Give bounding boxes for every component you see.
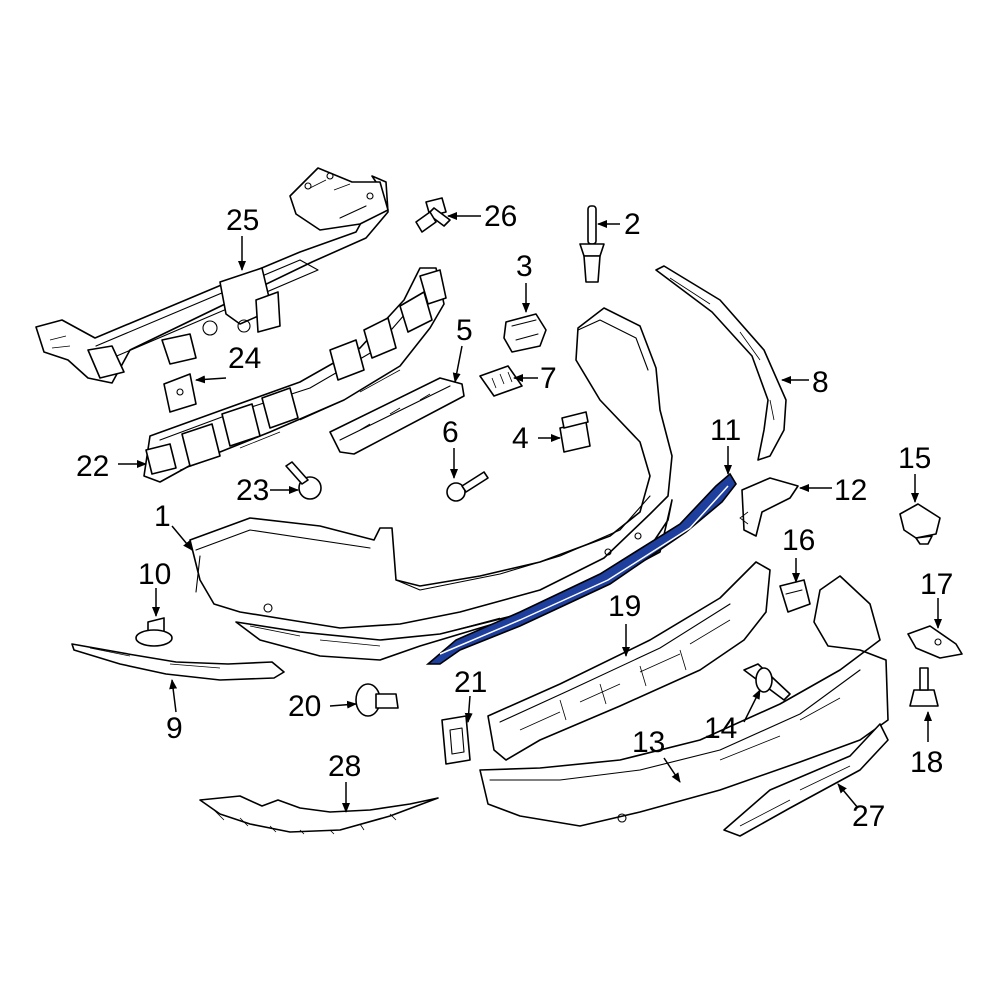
bracket-24[interactable] — [163, 373, 197, 413]
molding-8[interactable] — [655, 265, 787, 461]
callout-28: 28 — [328, 750, 361, 783]
bolt-26[interactable] — [415, 197, 451, 233]
callout-5: 5 — [456, 314, 473, 347]
callout-19: 19 — [608, 590, 641, 623]
callout-9: 9 — [166, 712, 183, 745]
callout-11: 11 — [710, 414, 741, 447]
clip-7[interactable] — [479, 365, 523, 397]
callout-16: 16 — [782, 524, 815, 557]
bracket-15[interactable] — [899, 503, 941, 545]
bracket-16[interactable] — [779, 579, 811, 613]
bracket-17[interactable] — [907, 625, 963, 659]
trim-27[interactable] — [723, 723, 889, 837]
retainer-10[interactable] — [135, 617, 173, 647]
callout-27: 27 — [852, 800, 885, 833]
callout-1: 1 — [154, 500, 171, 533]
energy-absorber-19[interactable] — [487, 561, 771, 761]
callout-8: 8 — [812, 366, 829, 399]
callout-17: 17 — [920, 568, 953, 601]
bracket-5[interactable] — [329, 377, 465, 455]
bracket-12[interactable] — [739, 477, 799, 537]
callout-6: 6 — [442, 416, 459, 449]
grommet-18[interactable] — [909, 667, 939, 707]
sensor-bracket-21[interactable] — [441, 715, 471, 765]
callout-3: 3 — [516, 250, 533, 283]
callout-12: 12 — [834, 474, 867, 507]
screw-6[interactable] — [446, 471, 489, 502]
callout-4: 4 — [512, 422, 529, 455]
callout-24: 24 — [228, 342, 261, 375]
callout-13: 13 — [632, 726, 665, 759]
callout-22: 22 — [76, 450, 109, 483]
callout-14: 14 — [704, 712, 737, 745]
impact-absorber-22[interactable] — [143, 267, 447, 483]
callout-7: 7 — [540, 362, 557, 395]
callout-15: 15 — [898, 442, 931, 475]
molding-28[interactable] — [199, 795, 439, 835]
callout-23: 23 — [236, 474, 269, 507]
callout-25: 25 — [226, 204, 259, 237]
callout-21: 21 — [454, 666, 487, 699]
lower-valance-13[interactable] — [479, 575, 889, 827]
callout-labels: 25 26 2 3 24 5 7 8 4 6 11 22 23 12 15 1 … — [76, 200, 953, 833]
leader-lines — [118, 212, 942, 813]
push-pin-14[interactable] — [743, 663, 791, 701]
callout-20: 20 — [288, 690, 321, 723]
callout-2: 2 — [624, 208, 641, 241]
reinforcement-11-highlighted[interactable] — [425, 472, 737, 665]
sensor-4[interactable] — [559, 411, 591, 453]
clip-3[interactable] — [503, 313, 547, 353]
callout-26: 26 — [484, 200, 517, 233]
callout-18: 18 — [910, 746, 943, 779]
screw-23[interactable] — [285, 461, 322, 500]
push-pin-2[interactable] — [579, 205, 605, 283]
molding-strip-9[interactable] — [71, 643, 285, 681]
callout-10: 10 — [138, 558, 171, 591]
retainer-20[interactable] — [355, 683, 399, 717]
tow-hitch-receiver[interactable] — [35, 167, 389, 384]
bumper-cover-1[interactable] — [189, 307, 673, 661]
